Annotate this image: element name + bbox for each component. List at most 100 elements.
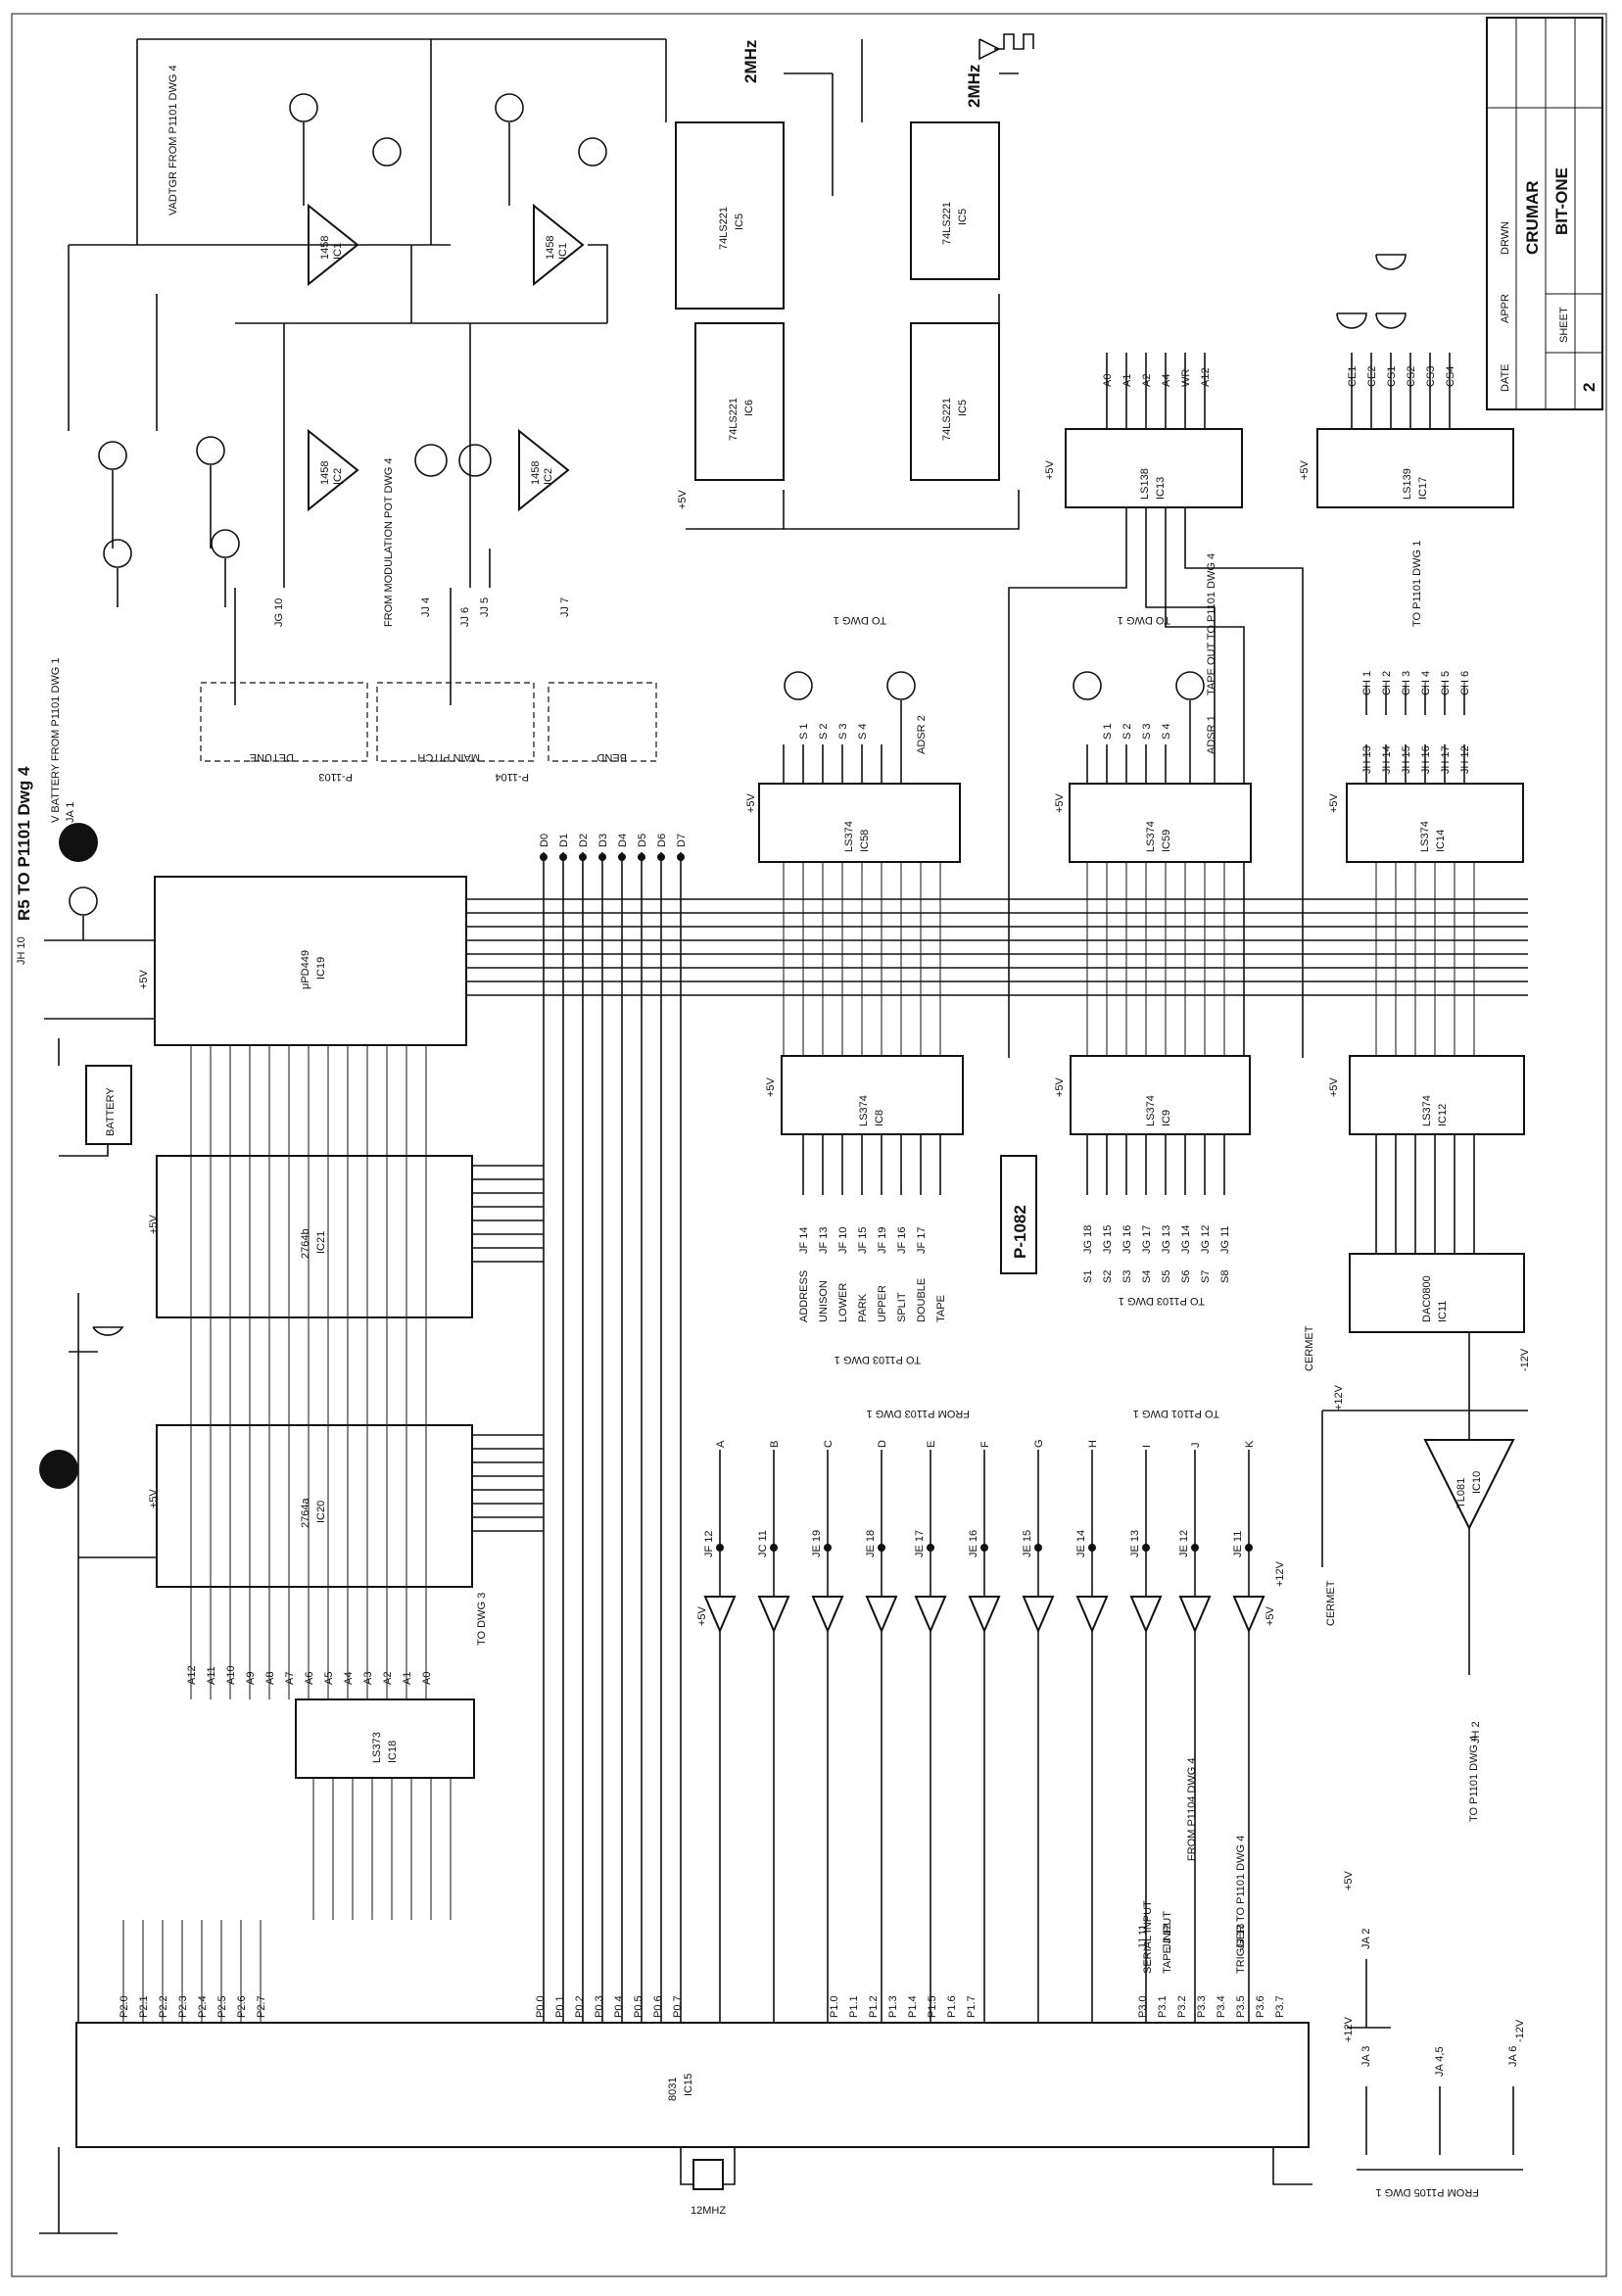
- bus-junction: [638, 853, 645, 861]
- v-battery-label: V BATTERY FROM P1101 DWG 1: [50, 657, 62, 823]
- jf14: JF 14: [798, 1226, 810, 1254]
- conn-jh10: JH 10: [16, 936, 27, 965]
- ch3-label: CH 3: [1401, 671, 1412, 695]
- drawing-number-box: P-1082: [1000, 1155, 1037, 1274]
- ic19-ref: IC19: [315, 957, 327, 980]
- supply-n12v-ja6: -12V: [1514, 2019, 1526, 2042]
- buffer-jumper: JE 18: [865, 1530, 877, 1557]
- opamp-ic10: [1423, 1439, 1515, 1531]
- supply-p5v: +5V: [677, 489, 689, 509]
- address-bus-label: A7: [284, 1672, 296, 1685]
- bus-junction: [579, 853, 587, 861]
- ic17-part: LS139: [1402, 468, 1413, 500]
- jumper-dot: [716, 1544, 724, 1552]
- conn-ja1: JA 1: [65, 802, 76, 823]
- chip-ic14: [1346, 783, 1524, 863]
- buffer-letter: E: [926, 1441, 937, 1448]
- ic9-s8: S8: [1219, 1270, 1231, 1283]
- input-buffer: [1232, 1596, 1265, 1634]
- detune-label: DETUNE: [250, 751, 294, 763]
- ic59-s1: S 1: [1102, 723, 1114, 740]
- ic6-part: 74LS221: [728, 398, 739, 441]
- ic5a-part: 74LS221: [718, 207, 730, 250]
- ic58-part: LS374: [843, 821, 855, 852]
- ic1b-ref: IC1: [557, 243, 569, 260]
- chip-ic12: [1349, 1055, 1525, 1135]
- ic5b-part: 74LS221: [941, 202, 953, 245]
- buffer-jumper: JF 12: [703, 1530, 715, 1557]
- transistor-battery: [69, 886, 98, 916]
- ic13-in-a0: A0: [1102, 374, 1114, 387]
- chip-ic6: [694, 322, 785, 481]
- eprom-section: 2764b IC21 2764a IC20: [39, 1155, 473, 2057]
- ic1a-part: 1458: [319, 236, 331, 260]
- buffer-jumper: JE 13: [1129, 1530, 1141, 1557]
- dac-section: DAC0800 IC11 TL081 IC10 CERMET CERMET JH…: [1304, 1253, 1528, 1822]
- punch-hole-2: [39, 1450, 78, 1489]
- ic8-name-double: DOUBLE: [916, 1278, 928, 1322]
- buffer-jumper: JC 11: [757, 1530, 769, 1557]
- conn-ja3: JA 3: [1360, 2046, 1372, 2067]
- crystal-label: 12MHZ: [691, 2205, 726, 2217]
- bus-junction: [598, 853, 606, 861]
- buffer-letter: K: [1244, 1440, 1256, 1448]
- jg13: JG 13: [1161, 1225, 1172, 1254]
- jf16: JF 16: [896, 1226, 908, 1254]
- jg15: JG 15: [1102, 1225, 1114, 1254]
- port3-pin: P3.7: [1274, 1995, 1286, 2018]
- ic59-part: LS374: [1145, 821, 1157, 852]
- jg12: JG 12: [1200, 1225, 1212, 1254]
- chip-ic21: [156, 1155, 473, 1318]
- jg18: JG 18: [1082, 1225, 1094, 1254]
- ic12-part: LS374: [1421, 1095, 1433, 1126]
- jumper-dot: [1245, 1544, 1253, 1552]
- chip-ic11: [1349, 1253, 1525, 1333]
- ic2a-ref: IC2: [332, 468, 344, 485]
- jumper-dot: [1034, 1544, 1042, 1552]
- supply-p12v-ja3: +12V: [1343, 2016, 1355, 2042]
- ic14-part: LS374: [1419, 821, 1431, 852]
- port0-pin: P0.6: [652, 1995, 664, 2018]
- jf10: JF 10: [837, 1226, 849, 1254]
- ic9-s1: S1: [1082, 1270, 1094, 1283]
- title-brand: CRUMAR: [1523, 180, 1542, 255]
- drawing-number: P-1082: [1011, 1205, 1029, 1259]
- to-p1101-dwg1: TO P1101 DWG 1: [1411, 541, 1423, 627]
- ic13-in-a4: A4: [1161, 374, 1172, 387]
- main-pitch-label: MAIN PITCH: [417, 751, 480, 763]
- ic58-s2: S 2: [818, 723, 830, 740]
- port1-pin: P1.5: [927, 1995, 938, 2018]
- ic2b-part: 1458: [530, 461, 542, 485]
- ic13-in-wr: WR: [1180, 369, 1192, 387]
- transistor-q6: [458, 444, 492, 477]
- conn-jj6: JJ 6: [459, 607, 471, 627]
- ic13-ref: IC13: [1155, 477, 1167, 500]
- to-dwg1-b: TO DWG 1: [1118, 614, 1170, 626]
- buffer-letter: H: [1087, 1440, 1099, 1448]
- buffer-jumper: JE 14: [1075, 1530, 1087, 1557]
- address-bus-label: A12: [186, 1665, 198, 1685]
- chip-ic17: [1316, 428, 1514, 508]
- ch4-label: CH 4: [1420, 671, 1432, 695]
- port1-pin: P1.2: [868, 1995, 880, 2018]
- pot-bend-box: [548, 682, 657, 762]
- jg17: JG 17: [1141, 1225, 1153, 1254]
- sheet-border: [11, 13, 1607, 2277]
- ic8-name-lower: LOWER: [837, 1283, 849, 1322]
- supply-p5v: +5V: [148, 1214, 160, 1234]
- port0-pin: P0.5: [633, 1995, 644, 2018]
- ic58-s3: S 3: [837, 723, 849, 740]
- ic20-part: 2764a: [300, 1498, 311, 1528]
- input-buffer: [1178, 1596, 1212, 1634]
- data-bus-label: D7: [676, 834, 688, 847]
- jf19: JF 19: [877, 1226, 888, 1254]
- buffer-jumper: JE 16: [968, 1530, 979, 1557]
- ic8-name-park: PARK: [857, 1293, 869, 1322]
- battery-box: [85, 1065, 132, 1145]
- ic59-s4: S 4: [1161, 723, 1172, 740]
- lower-latches: LS374 IC8 LS374 IC9 LS374 IC12 JF 14 JF …: [781, 1055, 1525, 1365]
- buffer-letter: G: [1033, 1439, 1045, 1448]
